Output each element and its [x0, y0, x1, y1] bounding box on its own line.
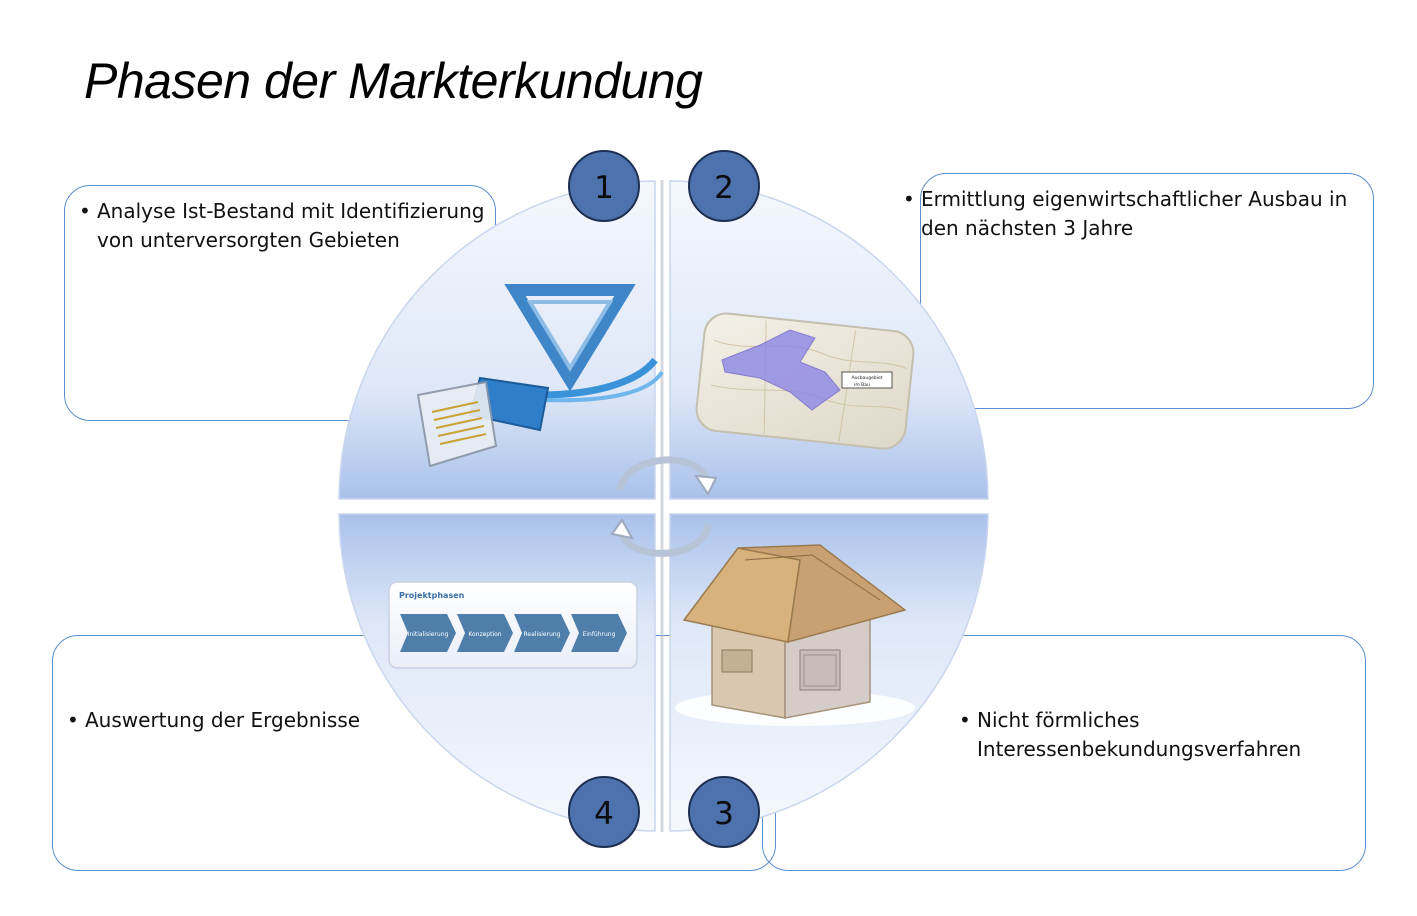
phase-3-text: Nicht förmliches Interessenbekundungsver…	[959, 706, 1377, 764]
map-icon: Ausbaugebiet im Bau	[695, 312, 915, 450]
project-step-3: Realisierung	[524, 631, 561, 638]
phase-2-number-circle: 2	[688, 150, 760, 222]
project-step-2-shape	[457, 614, 513, 652]
project-step-1: Initialisierung	[408, 631, 449, 638]
phase-3-number-circle: 3	[688, 776, 760, 848]
network-cable-icon	[416, 284, 664, 468]
phase-1-number: 1	[594, 170, 614, 206]
phase-1-number-circle: 1	[568, 150, 640, 222]
phase-4-text-line1: Auswertung der Ergebnisse	[85, 708, 361, 732]
phase-3-text-line2: Interessenbekundungsverfahren	[977, 737, 1302, 761]
phase-1-text-line2: von unterversorgten Gebieten	[97, 228, 400, 252]
project-step-4-shape	[571, 614, 627, 652]
project-step-4: Einführung	[583, 631, 616, 638]
cycle-arrow-bottom-icon	[610, 518, 712, 557]
project-card-title: Projektphasen	[399, 591, 465, 600]
project-phases-icon: Projektphasen Initialisierung Konzeption…	[388, 581, 638, 669]
page-title: Phasen der Markterkundung	[84, 53, 703, 109]
project-step-1-shape	[400, 614, 456, 652]
phase-4-number: 4	[594, 796, 614, 832]
phase-2-text-line2: den nächsten 3 Jahre	[921, 216, 1134, 240]
map-label-line2: im Bau	[854, 382, 870, 388]
project-step-2: Konzeption	[468, 631, 501, 638]
phase-4-number-circle: 4	[568, 776, 640, 848]
phase-2-box	[920, 173, 1374, 409]
project-step-3-shape	[514, 614, 570, 652]
phase-2-text: Ermittlung eigenwirtschaftlicher Ausbau …	[903, 185, 1391, 243]
phase-3-text-line1: Nicht förmliches	[977, 708, 1140, 732]
euro-house-icon	[675, 544, 915, 726]
phase-2-number: 2	[714, 170, 734, 206]
phase-1-text: Analyse Ist-Bestand mit Identifizierung …	[79, 197, 527, 255]
phase-3-number: 3	[714, 796, 734, 832]
phase-4-text: Auswertung der Ergebnisse	[67, 706, 485, 735]
phase-2-text-line1: Ermittlung eigenwirtschaftlicher Ausbau …	[921, 187, 1348, 211]
phase-1-text-line1: Analyse Ist-Bestand mit Identifizierung	[97, 199, 485, 223]
cycle-arrow-top-icon	[616, 456, 718, 496]
map-label-line1: Ausbaugebiet	[851, 375, 882, 381]
